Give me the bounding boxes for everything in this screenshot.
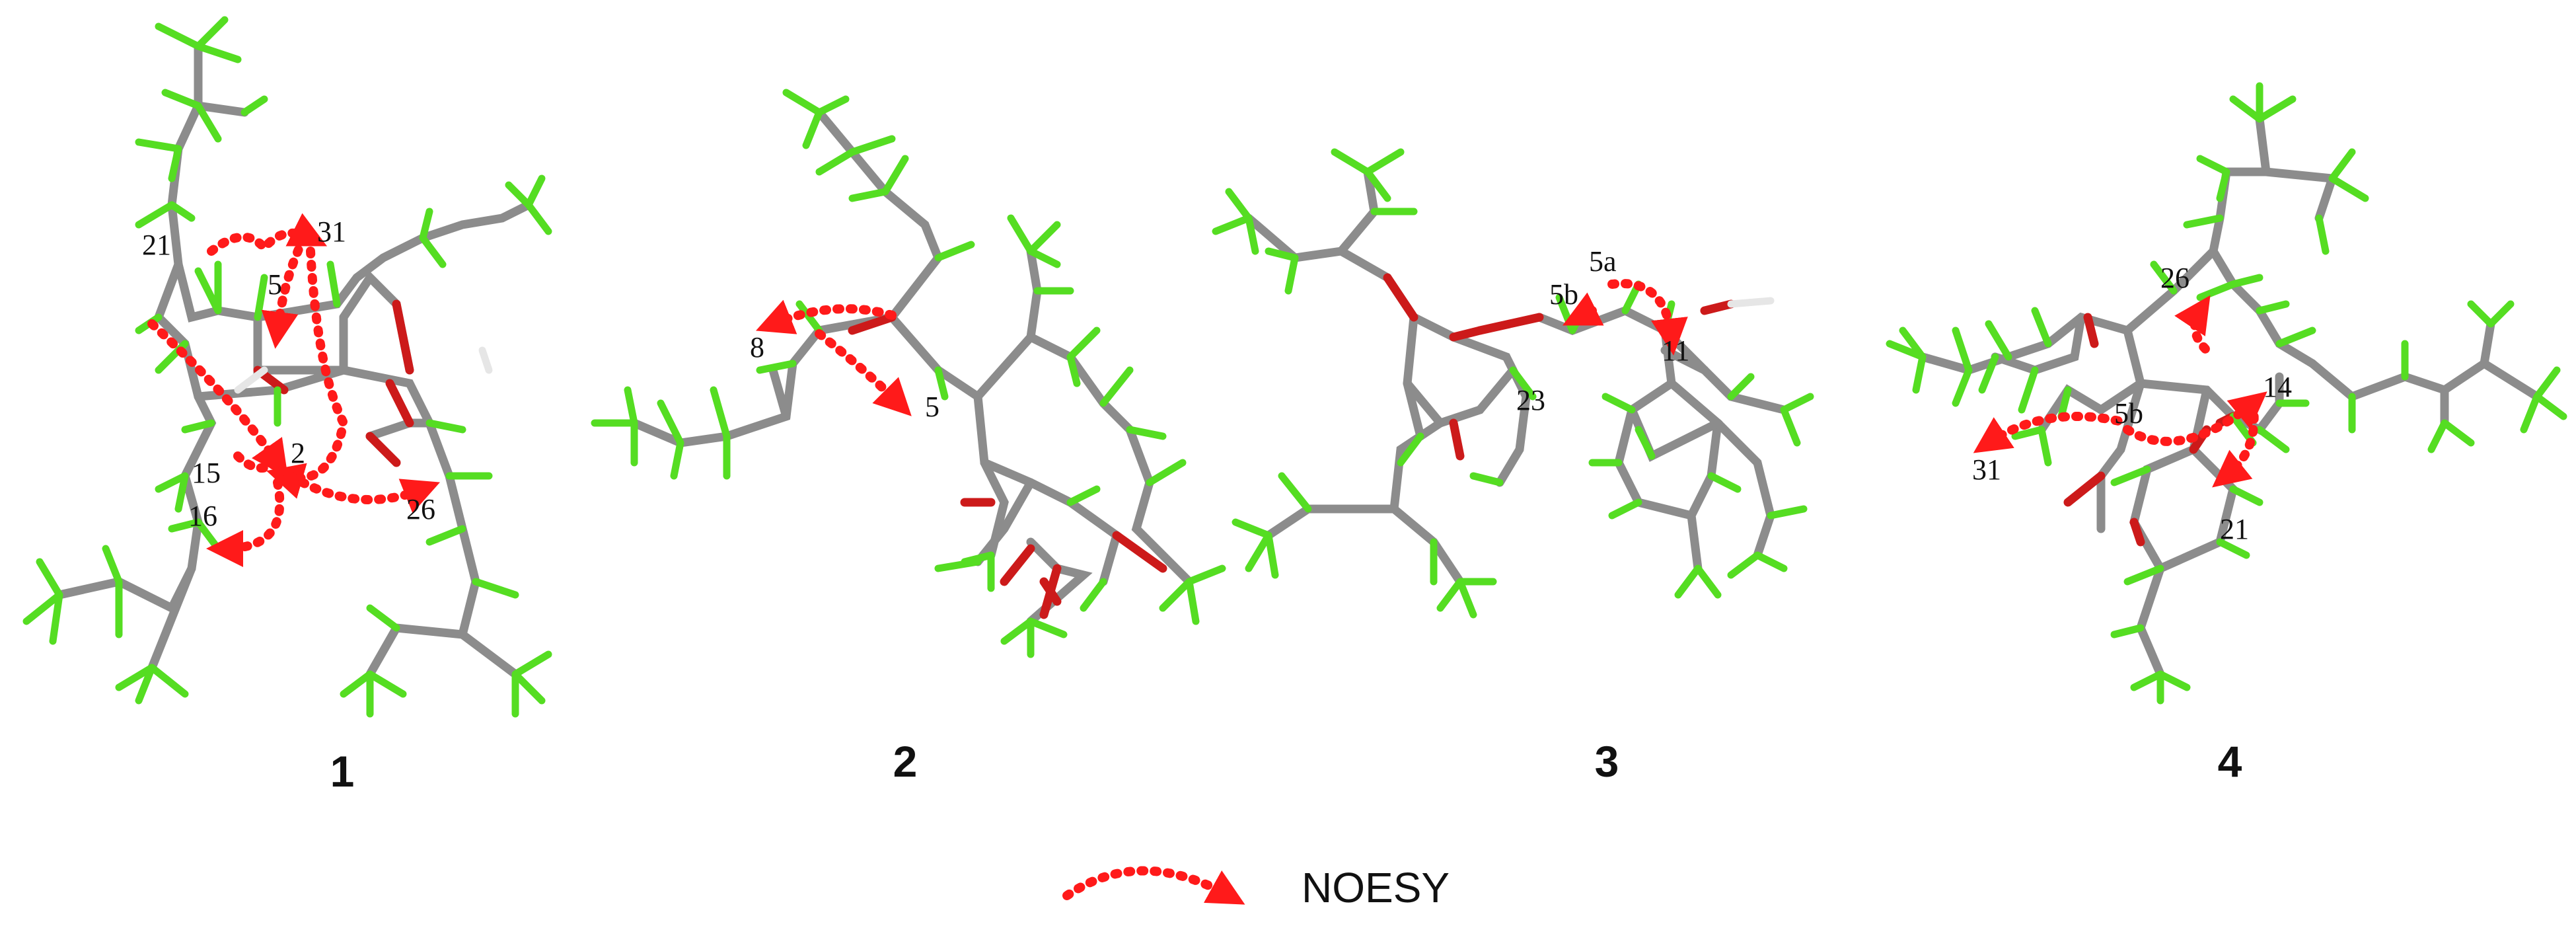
molecule-3-hydroxyl [1727,297,1775,308]
legend-label: NOESY [1302,864,1450,911]
molecule-4-hydrogens [1886,82,2567,705]
atom-label: 11 [1662,334,1689,367]
atom-label: 16 [188,500,217,532]
molecule-1-hydroxyl [234,346,493,394]
atom-label: 8 [750,331,764,364]
atom-label: 21 [2220,513,2249,545]
noesy-arrow [2212,399,2259,488]
atom-label: 5 [268,268,282,301]
molecule-2-oxygens [848,313,1167,619]
atom-label: 2 [291,437,305,469]
noesy-arrow [286,471,441,514]
compound-label-3: 3 [1595,737,1619,786]
noesy-arrow [2123,391,2267,446]
molecule-3-hydrogens [1212,148,1814,619]
noesy-arrow [1607,279,1688,356]
atom-label: 31 [317,215,346,248]
atom-label: 26 [406,493,435,525]
noesy-arrow [1562,292,1604,326]
noesy-arrow [233,451,282,473]
molecule-4: 26 14 5b 31 21 [1886,82,2567,705]
compound-label-2: 2 [893,737,918,786]
atom-label: 5b [1549,278,1578,311]
noesy-arrow [2174,295,2211,355]
noesy-arrow [1973,412,2132,453]
molecule-3: 5a 5b 11 23 [1212,148,1814,619]
atom-label: 14 [2263,371,2292,403]
noesy-arrow [207,213,328,256]
atom-label: 15 [192,457,221,489]
atom-label: 21 [142,229,171,261]
molecule-4-noesy-correlations [1973,295,2267,488]
atom-label: 5 [925,391,939,423]
molecule-2-noesy-correlations [755,299,912,416]
noesy-dotted-arrow-icon [1062,866,1245,905]
compound-label-1: 1 [330,747,355,796]
atom-label: 23 [1516,384,1545,416]
atom-label: 5b [2114,397,2143,430]
molecule-3-noesy-correlations [1562,279,1688,356]
molecule-2-hydrogens [591,89,1226,658]
atom-label: 31 [1972,453,2001,486]
molecule-2: 8 5 [591,89,1226,658]
legend: NOESY [1062,864,1450,911]
noesy-arrow [815,329,912,416]
atom-label: 5a [1589,245,1617,278]
molecule-4-carbon-skeleton [1918,114,2542,679]
molecule-3-oxygens [1383,273,1736,461]
noesy-arrow [266,247,349,499]
molecule-1: 21 31 5 2 15 16 26 [22,16,552,718]
noesy-arrow [261,233,309,349]
molecule-1-hydrogens [22,16,552,718]
molecule-1-noesy-correlations [147,213,441,567]
compound-label-4: 4 [2218,737,2242,786]
atom-label: 26 [2160,262,2190,294]
noesy-arrow [147,319,289,478]
noesy-arrow [755,299,903,334]
noesy-arrow [206,478,285,567]
molecule-2-carbon-skeleton [630,108,1194,626]
molecule-1-carbon-skeleton [55,42,533,679]
